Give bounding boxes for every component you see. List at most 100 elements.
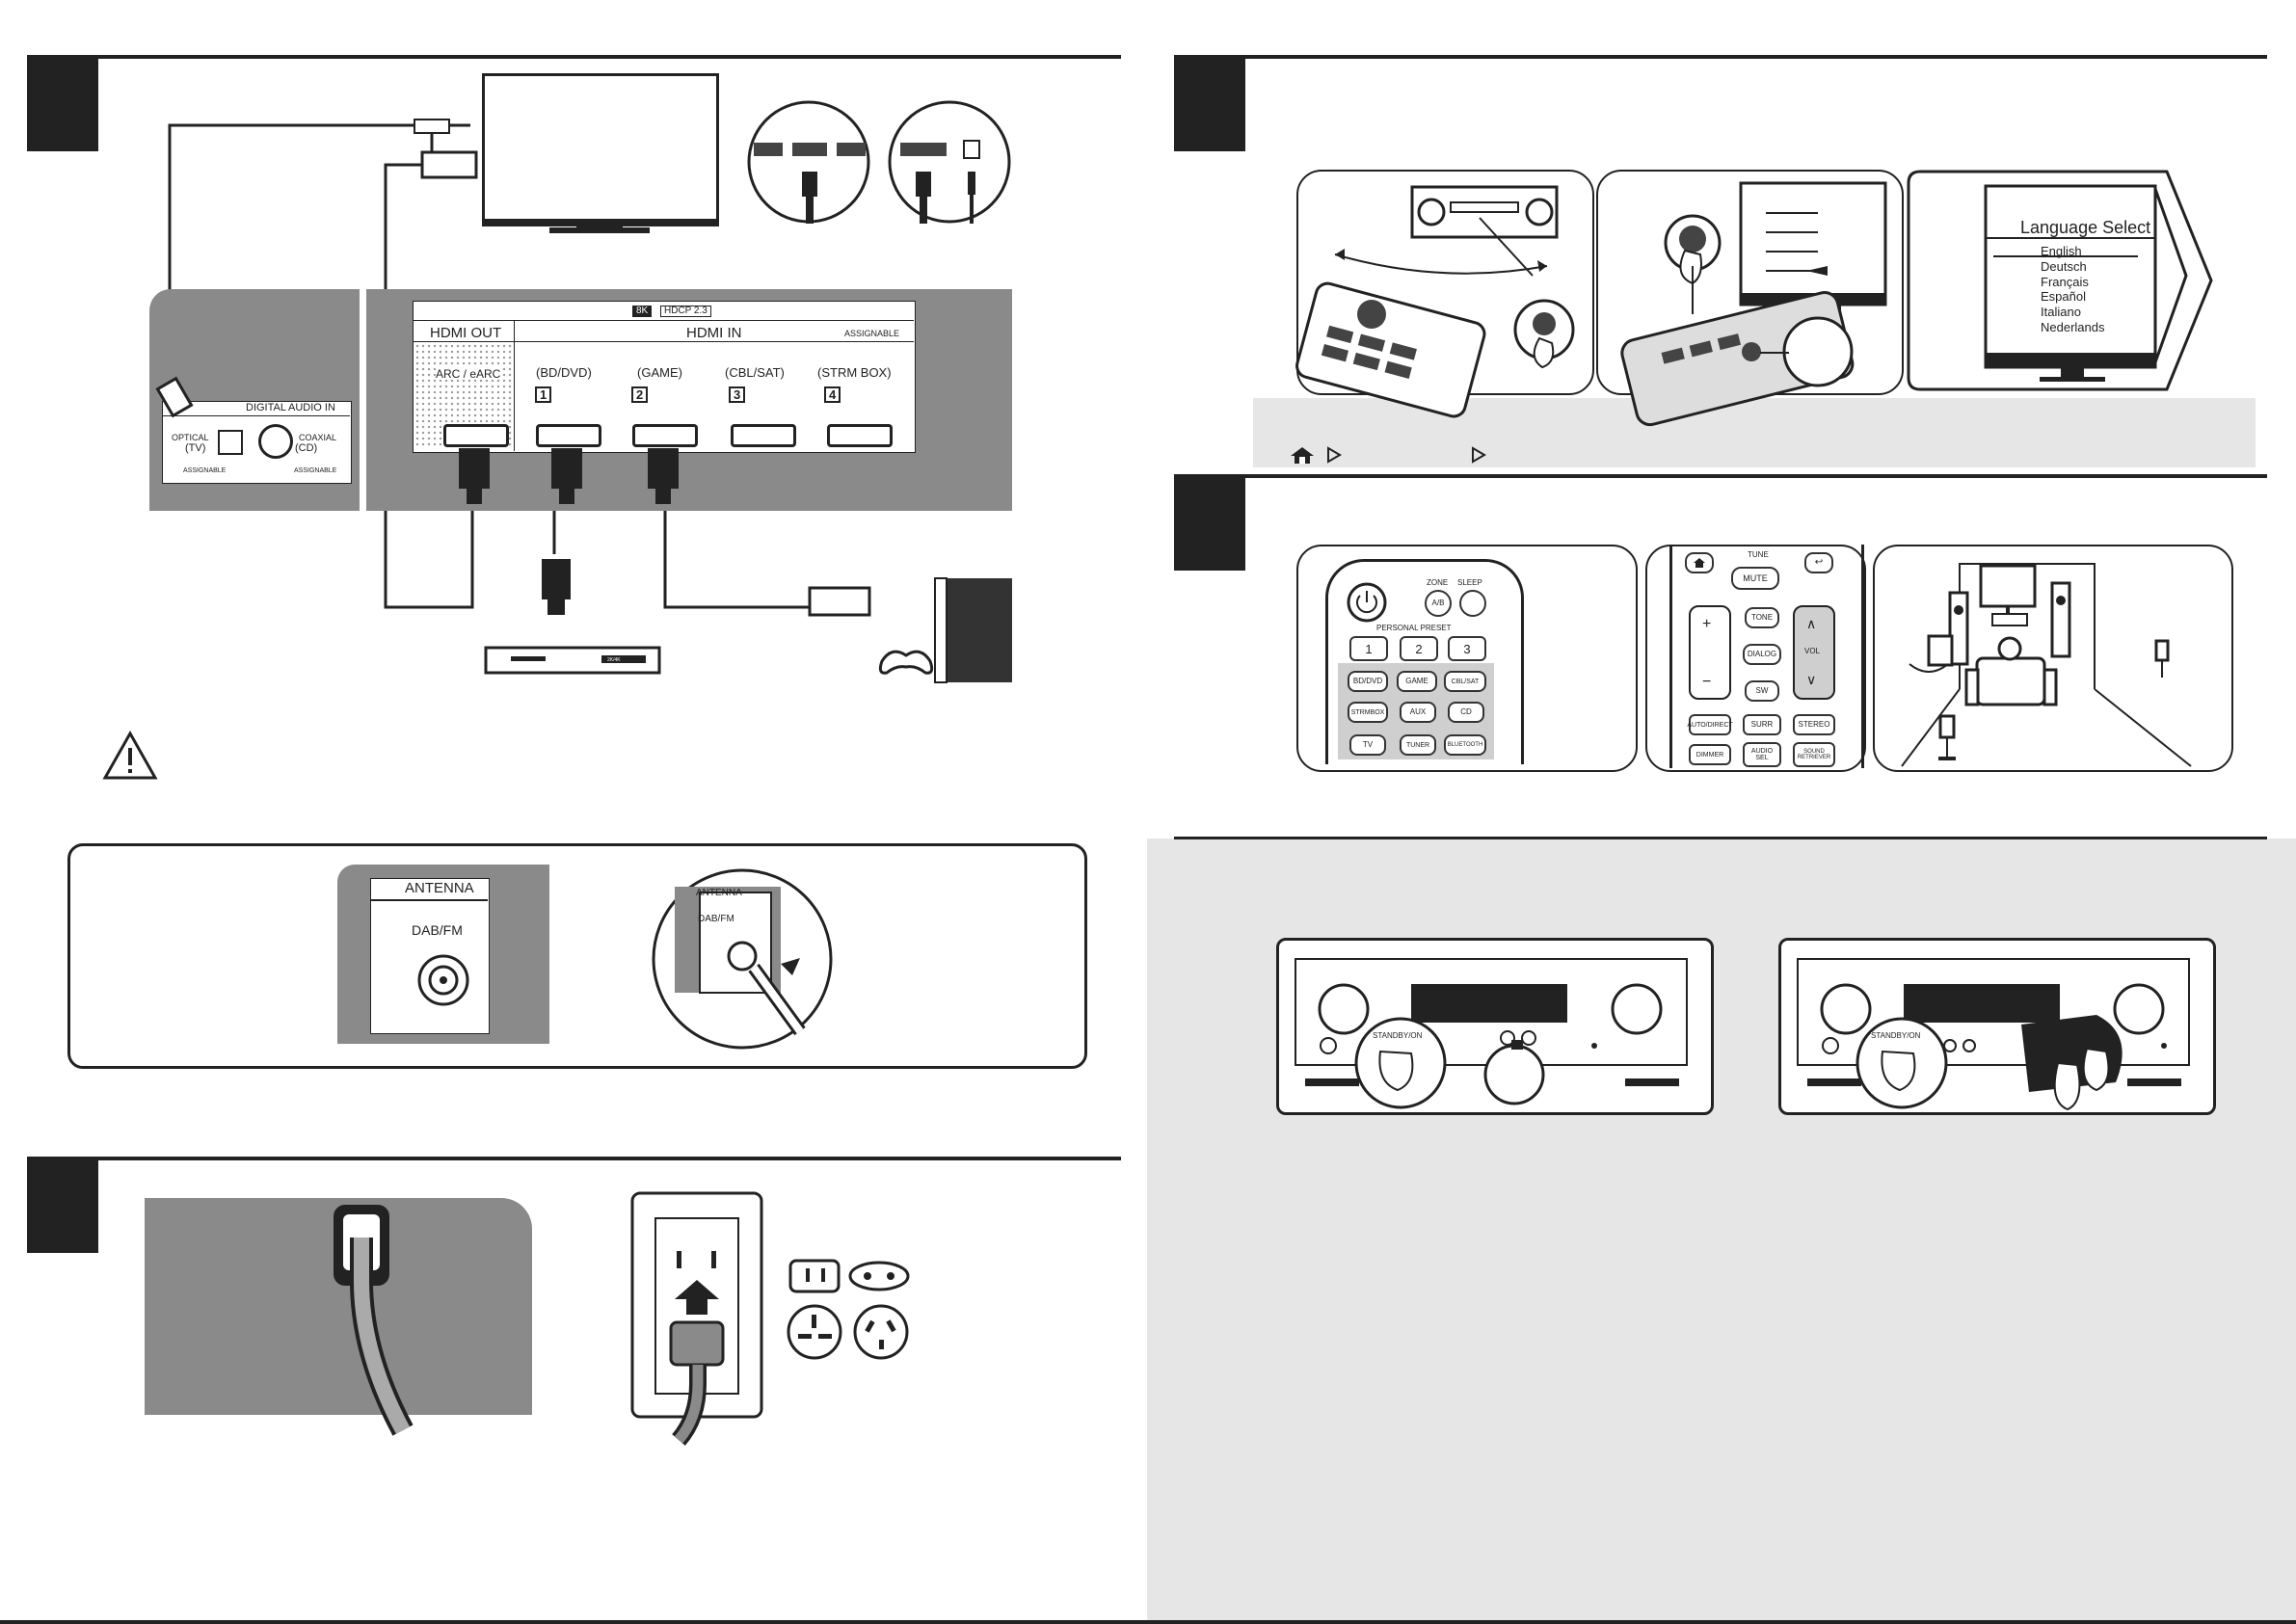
antenna-zoom-detail	[652, 868, 833, 1050]
hdmi-input-3-label: (CBL/SAT)	[725, 365, 785, 380]
assignable-label: ASSIGNABLE	[844, 329, 900, 338]
input-tuner-button[interactable]: TUNER	[1400, 734, 1436, 756]
audio-sel-button[interactable]: AUDIO SEL	[1743, 742, 1781, 767]
antenna-connector-icon	[417, 954, 469, 1006]
sleep-label: SLEEP	[1457, 578, 1482, 587]
badge-hdcp: HDCP 2.3	[660, 306, 711, 317]
receiver-remote-illustration	[1295, 185, 1575, 418]
step-marker	[27, 1157, 98, 1253]
hdmi-input-1-number: 1	[535, 386, 552, 403]
input-game-button[interactable]: GAME	[1397, 671, 1437, 692]
plus-label: +	[1702, 616, 1712, 632]
sw-button[interactable]: SW	[1745, 680, 1779, 702]
language-option-italiano[interactable]: Italiano	[2041, 305, 2081, 319]
language-option-nederlands[interactable]: Nederlands	[2041, 320, 2105, 334]
standby-label-right: STANDBY/ON	[1871, 1031, 1921, 1040]
volume-plus-minus-rocker[interactable]	[1689, 605, 1731, 700]
remote-body	[1325, 559, 1524, 764]
antenna-zoom-title: ANTENNA	[696, 888, 742, 898]
hdmi-out-label: HDMI OUT	[430, 325, 502, 341]
mute-button[interactable]: MUTE	[1731, 567, 1779, 590]
stereo-button[interactable]: STEREO	[1793, 714, 1835, 735]
section-rule	[1174, 55, 2267, 59]
home-icon	[1291, 447, 1314, 464]
volume-rocker[interactable]	[1793, 605, 1835, 700]
hdmi-optical-port-detail-icon	[888, 100, 1011, 224]
section-rule	[1174, 474, 2267, 478]
hdmi-plugs	[459, 448, 679, 504]
hdmi-input-1-label: (BD/DVD)	[536, 365, 592, 380]
optical-label: OPTICAL	[172, 433, 209, 442]
language-option-deutsch[interactable]: Deutsch	[2041, 259, 2087, 274]
surr-button[interactable]: SURR	[1743, 714, 1781, 735]
optical-plug-icon	[155, 376, 194, 418]
language-option-english[interactable]: English	[2041, 244, 2082, 258]
dimmer-button[interactable]: DIMMER	[1689, 744, 1731, 765]
input-bd-dvd-button[interactable]: BD/DVD	[1348, 671, 1388, 692]
preset-1-button[interactable]: 1	[1349, 636, 1388, 661]
section-rule	[1174, 837, 2267, 839]
input-bluetooth-button[interactable]: BLUETOOTH	[1444, 734, 1486, 756]
input-aux-button[interactable]: AUX	[1400, 702, 1436, 723]
home-icon	[1694, 558, 1705, 568]
bottom-rule	[0, 1620, 2296, 1624]
vol-down-icon: ∨	[1806, 672, 1817, 687]
tone-button[interactable]: TONE	[1745, 607, 1779, 628]
digital-audio-title: DIGITAL AUDIO IN	[246, 402, 335, 413]
hdmi-input-4-number: 4	[824, 386, 841, 403]
hdmi-input-3-number: 3	[729, 386, 746, 403]
tv-power-illustration	[1620, 181, 1887, 427]
auto-direct-button[interactable]: AUTO/DIRECT	[1687, 714, 1733, 735]
vol-label: VOL	[1804, 647, 1821, 655]
standby-label-left: STANDBY/ON	[1373, 1031, 1423, 1040]
hdmi-input-2-number: 2	[631, 386, 649, 403]
tv-illustration	[482, 73, 719, 235]
badge-8k: 8K	[632, 306, 653, 317]
input-cbl-sat-button[interactable]: CBL/SAT	[1444, 671, 1486, 692]
input-strmbox-button[interactable]: STRMBOX	[1348, 702, 1388, 723]
hdmi-input-4-label: (STRM BOX)	[817, 365, 892, 380]
arc-label: ARC / eARC	[436, 367, 501, 381]
optical-sub-label: (TV)	[185, 442, 206, 454]
game-console-icon	[808, 577, 1012, 683]
return-button[interactable]: ↩	[1804, 552, 1833, 573]
input-cd-button[interactable]: CD	[1448, 702, 1484, 723]
digital-audio-in-block	[162, 401, 352, 484]
player-display-label: 2K/4K	[607, 657, 621, 663]
language-select-panel	[1907, 170, 2213, 391]
coaxial-label: COAXIAL	[299, 433, 337, 442]
hdmi-in-1-port-icon	[536, 424, 601, 447]
vol-up-icon: ∧	[1806, 616, 1817, 631]
section-rule	[27, 1157, 1121, 1160]
warning-icon	[102, 730, 158, 780]
hdmi-out-port-icon	[443, 424, 509, 447]
antenna-section	[67, 843, 1087, 1069]
zone-ab-button[interactable]: A/B	[1425, 590, 1452, 617]
hdmi-port-detail-icon	[747, 100, 870, 224]
wall-outlet-icon	[630, 1191, 763, 1446]
preset-3-button[interactable]: 3	[1448, 636, 1486, 661]
coaxial-assignable-label: ASSIGNABLE	[294, 467, 337, 474]
antenna-band: DAB/FM	[412, 922, 463, 938]
bluray-player-icon	[484, 559, 661, 675]
preset-2-button[interactable]: 2	[1400, 636, 1438, 661]
hdmi-input-2-label: (GAME)	[637, 365, 682, 380]
arrow-right-icon	[1472, 446, 1486, 464]
language-option-espanol[interactable]: Español	[2041, 289, 2086, 304]
speaker-room-illustration	[1901, 563, 2192, 767]
power-button-icon[interactable]	[1346, 581, 1388, 624]
zone-label: ZONE	[1427, 578, 1449, 587]
step-marker	[1174, 55, 1245, 151]
language-option-francais[interactable]: Français	[2041, 275, 2089, 289]
home-button[interactable]	[1685, 552, 1714, 573]
dialog-button[interactable]: DIALOG	[1743, 644, 1781, 665]
sound-retriever-button[interactable]: SOUND RETRIEVER	[1793, 742, 1835, 767]
setup-instructions-band	[1253, 398, 2256, 467]
receiver-front-illustration-left	[1295, 958, 1688, 1109]
sleep-button[interactable]	[1459, 590, 1486, 617]
input-tv-button[interactable]: TV	[1349, 734, 1386, 756]
hdmi-in-label: HDMI IN	[686, 325, 742, 341]
tune-label: TUNE	[1748, 550, 1769, 559]
step-marker	[1174, 474, 1245, 571]
plug-types-icon	[787, 1259, 910, 1360]
